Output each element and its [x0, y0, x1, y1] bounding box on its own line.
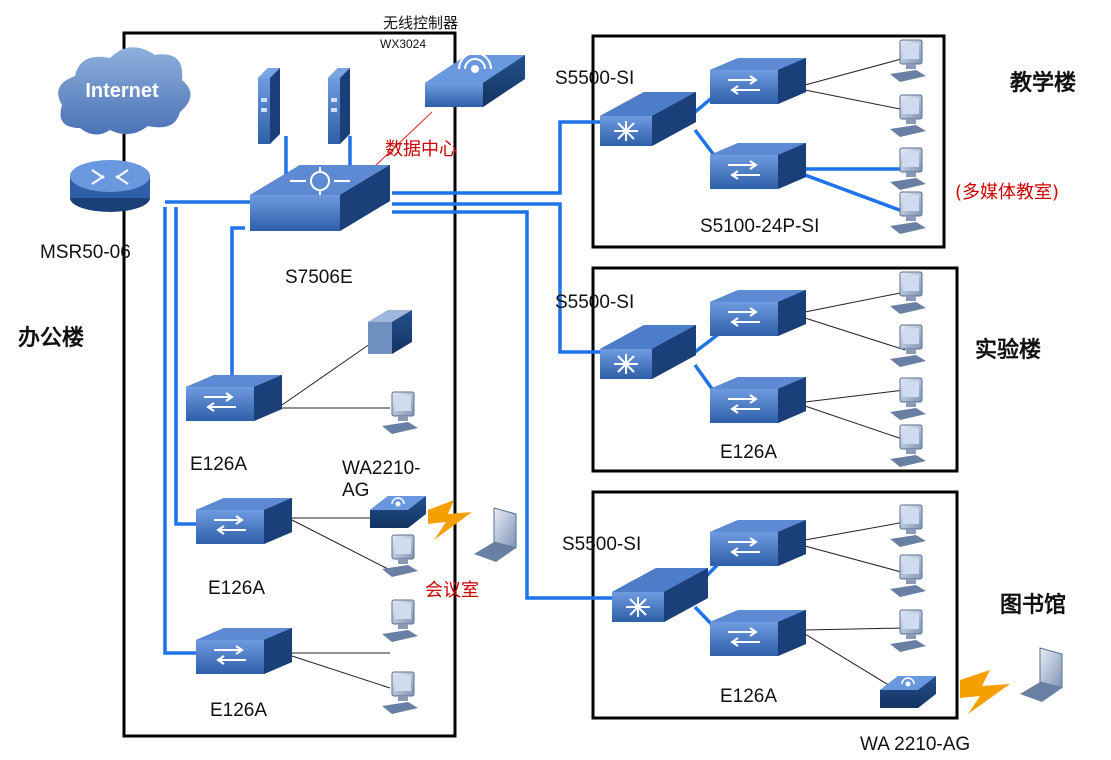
core-switch-icon	[250, 165, 390, 231]
multimedia-classroom-label: (多媒体教室)	[955, 182, 1059, 203]
access-point-icon	[370, 496, 426, 528]
lightning-icon	[428, 500, 472, 540]
l2-switch-icon	[709, 57, 807, 105]
lab-building-box	[591, 266, 959, 473]
l2-switch-icon	[195, 497, 293, 545]
lab-access-switch-label: E126A	[720, 442, 777, 463]
pc-icon	[889, 271, 927, 315]
cloud-icon: Internet	[58, 47, 191, 135]
l3-switch-icon	[599, 324, 697, 380]
office-ap-label-line1: WA2210-	[342, 458, 421, 479]
conference-room-label: 会议室	[425, 580, 479, 601]
server-icon	[328, 68, 350, 144]
library-box	[591, 490, 959, 720]
lightning-icon	[960, 670, 1010, 714]
core-switch-label: S7506E	[285, 267, 353, 288]
office-access-2-label: E126A	[208, 578, 265, 599]
lib-access-switch-label: E126A	[720, 686, 777, 707]
pc-icon	[889, 504, 927, 548]
router-icon	[70, 160, 150, 212]
l2-switch-icon	[709, 376, 807, 424]
pc-icon	[381, 671, 419, 715]
pc-icon	[889, 609, 927, 653]
pc-icon	[889, 424, 927, 468]
office-access-1-label: E126A	[190, 454, 247, 475]
office-building-box	[122, 31, 457, 738]
pc-icon	[889, 377, 927, 421]
pc-icon	[889, 191, 927, 235]
pc-icon	[381, 599, 419, 643]
lab-building-label: 实验楼	[975, 337, 1041, 363]
thin-links	[281, 57, 906, 693]
office-access-3-label: E126A	[210, 700, 267, 721]
teaching-building-label: 教学楼	[1010, 70, 1076, 96]
l2-switch-icon	[185, 374, 283, 422]
teaching-building-box	[591, 34, 946, 249]
server-icon	[258, 68, 280, 144]
pc-icon	[889, 554, 927, 598]
l3-switch-icon	[611, 567, 709, 623]
data-center-label: 数据中心	[385, 139, 457, 160]
office-ap-label-line2: AG	[342, 480, 369, 501]
blue-links	[163, 85, 906, 655]
pc-icon	[889, 324, 927, 368]
pc-icon	[381, 534, 419, 578]
laptop-icon	[1020, 647, 1063, 702]
l2-switch-icon	[195, 627, 293, 675]
lib-dist-switch-label: S5500-SI	[562, 534, 641, 555]
library-label: 图书馆	[1000, 592, 1066, 618]
l3-switch-icon	[599, 91, 697, 147]
l2-switch-icon	[709, 609, 807, 657]
pc-icon	[889, 94, 927, 138]
lab-dist-switch-label: S5500-SI	[555, 292, 634, 313]
l2-switch-icon	[709, 142, 807, 190]
office-building-label: 办公楼	[18, 326, 84, 351]
wireless-controller-icon	[425, 52, 525, 107]
router-label: MSR50-06	[40, 242, 131, 263]
l2-switch-icon	[709, 519, 807, 567]
l2-switch-icon	[709, 289, 807, 337]
wireless-controller-cn-label: 无线控制器	[383, 14, 458, 32]
access-point-icon	[880, 676, 936, 708]
library-ap-label: WA 2210-AG	[860, 734, 970, 755]
internet-label: Internet	[85, 80, 159, 102]
wireless-controller-model-label: WX3024	[380, 37, 426, 51]
teach-access-switch-label: S5100-24P-SI	[700, 216, 819, 237]
pc-icon	[381, 391, 419, 435]
teach-dist-switch-label: S5500-SI	[555, 68, 634, 89]
laptop-icon	[474, 507, 517, 562]
printer-icon	[368, 310, 412, 354]
